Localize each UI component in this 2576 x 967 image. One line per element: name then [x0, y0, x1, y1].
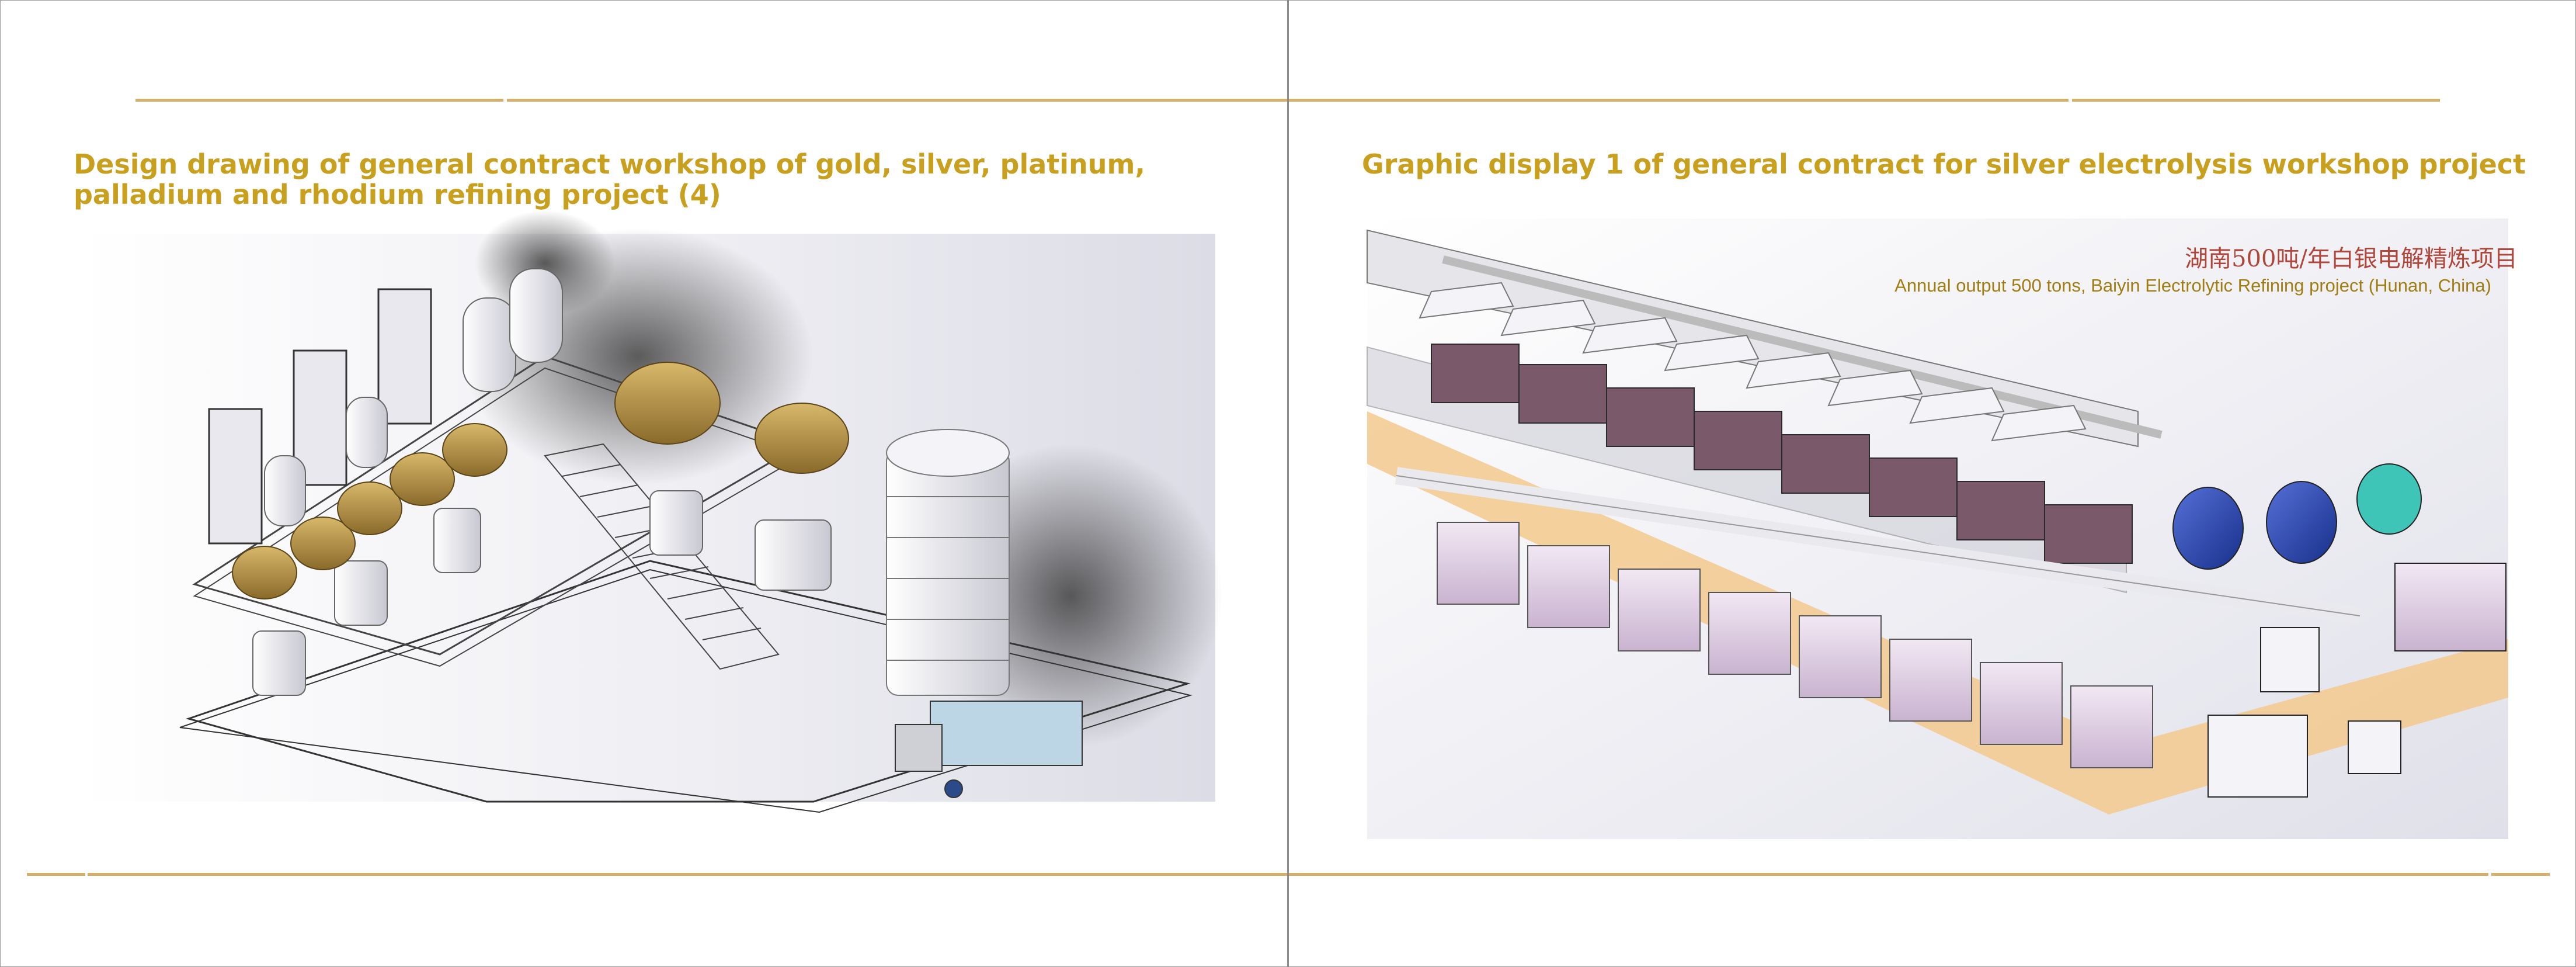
- refining-workshop-drawing: [78, 210, 1222, 813]
- book-spine-divider: [1287, 0, 1289, 967]
- image-caption-chinese: 湖南500吨/年白银电解精炼项目: [2185, 245, 2518, 272]
- electrolysis-workshop-illustration: 湖南500吨/年白银电解精炼项目 Annual output 500 tons,…: [1367, 219, 2518, 839]
- bottom-rule-left-short: [27, 873, 85, 876]
- bottom-rule-left: [88, 873, 1287, 876]
- bottom-rule-right-short: [2491, 873, 2550, 876]
- electrolysis-workshop-drawing: 湖南500吨/年白银电解精炼项目 Annual output 500 tons,…: [1367, 219, 2518, 839]
- bottom-rule-right: [1289, 873, 2488, 876]
- image-caption-english: Annual output 500 tons, Baiyin Electroly…: [1894, 275, 2491, 296]
- left-page-title: Design drawing of general contract works…: [74, 148, 1145, 210]
- top-rule-left: [135, 99, 503, 102]
- right-page-title: Graphic display 1 of general contract fo…: [1362, 148, 2526, 180]
- top-rule-right-short: [2072, 99, 2440, 102]
- top-rule-left-long: [507, 99, 1287, 102]
- refining-workshop-illustration: [78, 210, 1222, 813]
- top-rule-right: [1289, 99, 2069, 102]
